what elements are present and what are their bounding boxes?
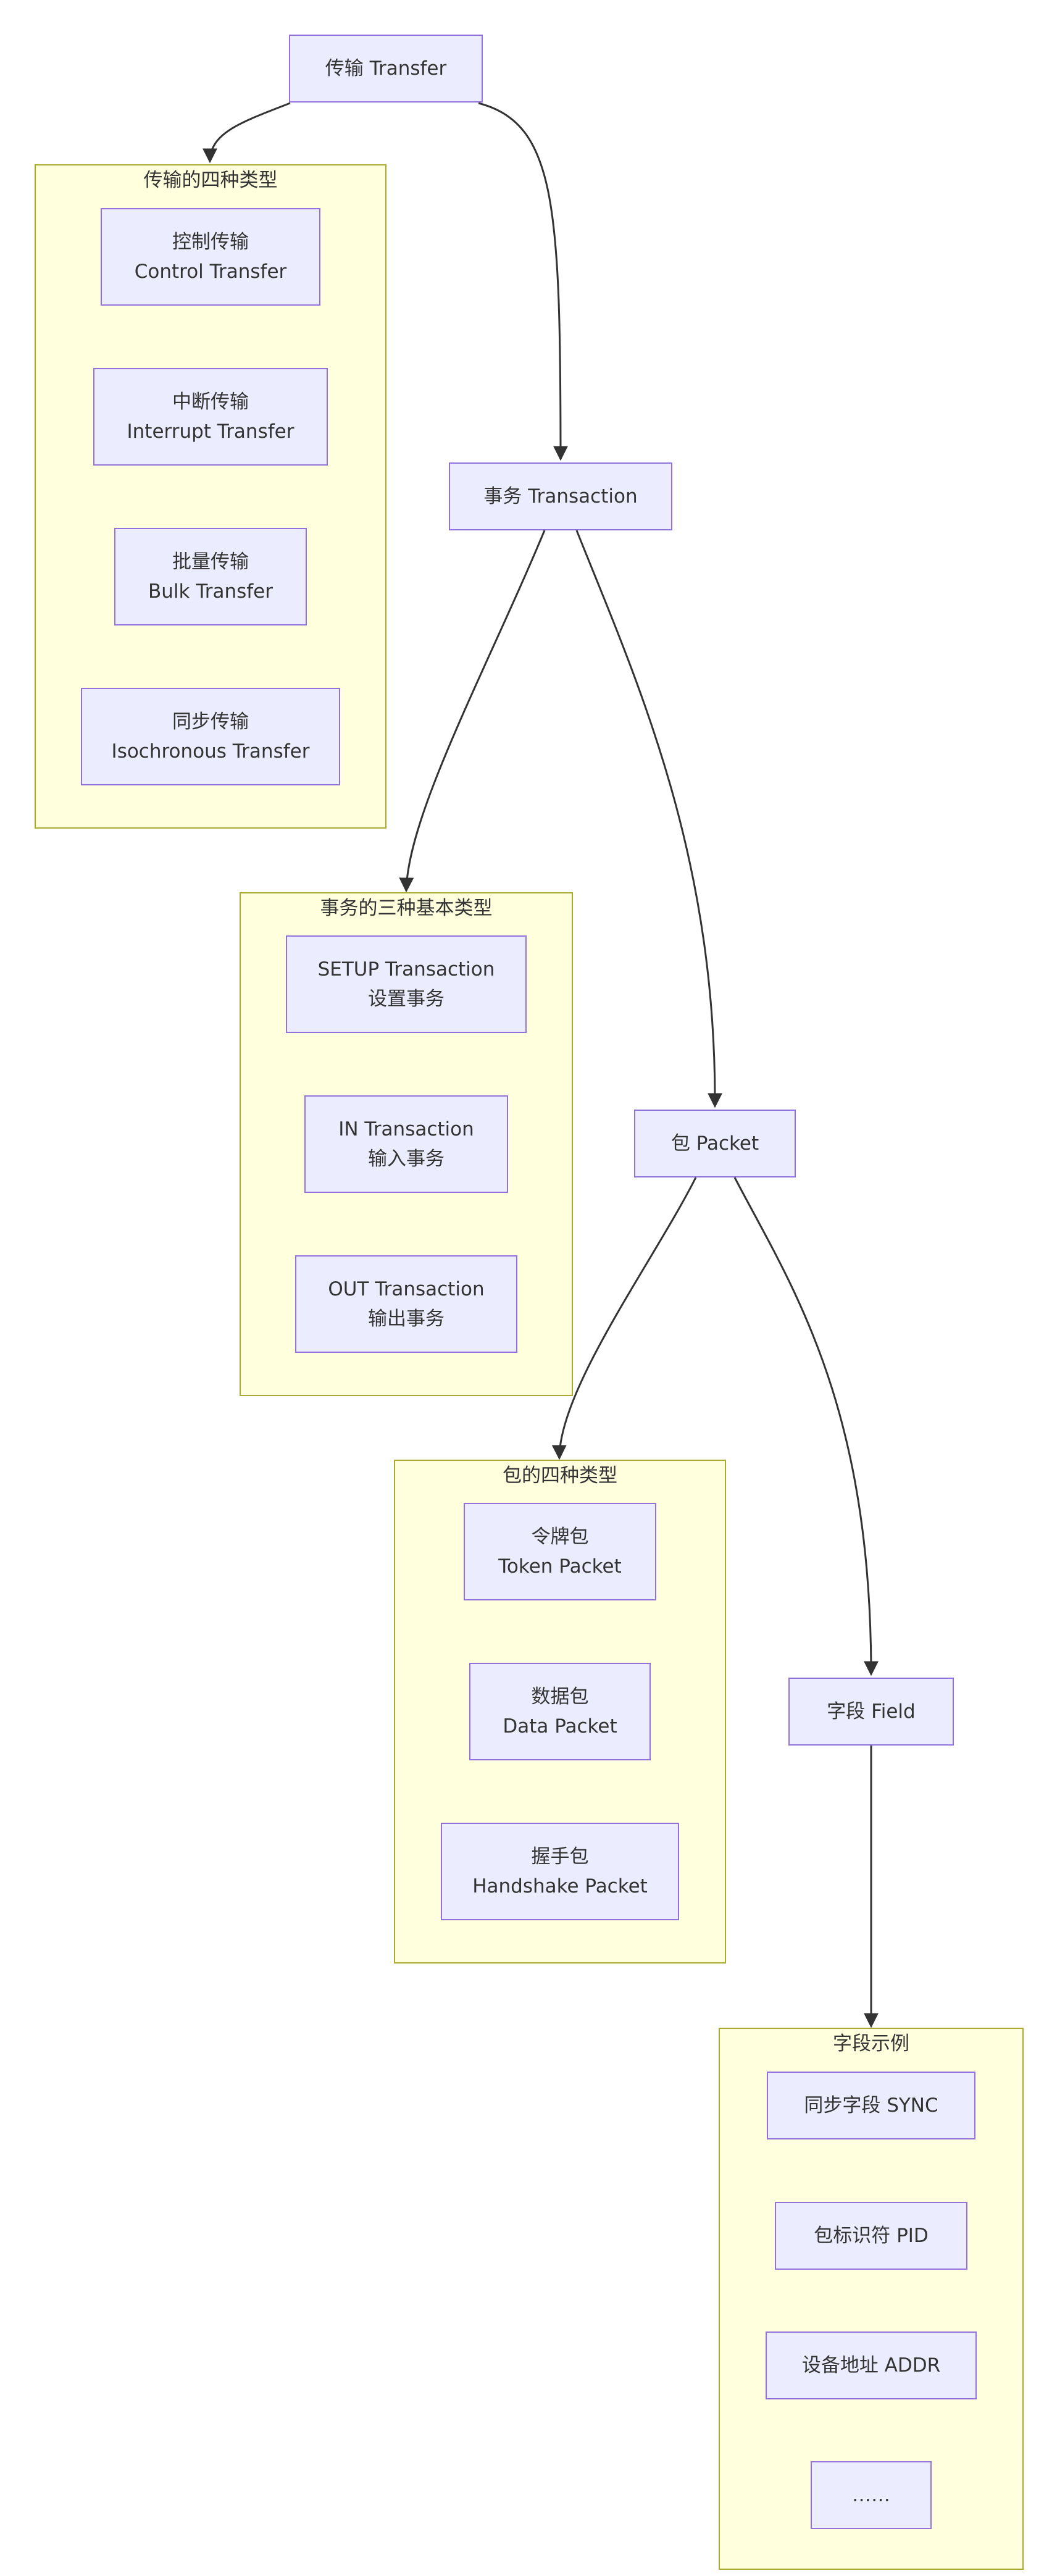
cluster-transfer-types-title: 传输的四种类型 [143,169,278,191]
node-bulk-transfer-line1: 批量传输 [172,551,249,573]
node-handshake-packet-line2: Handshake Packet [472,1875,648,1897]
node-pid-field-label: 包标识符 PID [814,2225,929,2247]
node-isochronous-transfer[interactable]: 同步传输 Isochronous Transfer [81,688,340,785]
edge-packet-to-packet-types [551,1177,697,1460]
node-more-fields-label: …… [852,2484,890,2506]
edge-packet-to-field [733,1177,879,1676]
node-isochronous-transfer-line2: Isochronous Transfer [111,740,310,763]
node-interrupt-transfer-line1: 中断传输 [172,391,249,413]
edge-transaction-to-packet [575,530,723,1108]
node-data-packet-line2: Data Packet [503,1715,617,1738]
cluster-field-examples-title: 字段示例 [833,2033,909,2055]
node-out-transaction-line1: OUT Transaction [328,1278,485,1300]
node-field[interactable]: 字段 Field [788,1678,954,1746]
node-pid-field[interactable]: 包标识符 PID [775,2202,967,2270]
node-addr-field-label: 设备地址 ADDR [801,2354,941,2377]
node-isochronous-transfer-line1: 同步传输 [172,711,249,733]
node-setup-transaction[interactable]: SETUP Transaction 设置事务 [286,935,527,1033]
node-in-transaction[interactable]: IN Transaction 输入事务 [304,1095,508,1193]
cluster-packet-types-title: 包的四种类型 [503,1465,617,1487]
node-addr-field[interactable]: 设备地址 ADDR [766,2331,977,2399]
node-control-transfer-line2: Control Transfer [134,261,287,283]
node-handshake-packet-line1: 握手包 [531,1846,589,1868]
node-bulk-transfer-line2: Bulk Transfer [148,580,273,603]
node-token-packet-line2: Token Packet [498,1555,622,1578]
node-control-transfer-line1: 控制传输 [172,231,249,253]
node-sync-field[interactable]: 同步字段 SYNC [767,2072,975,2139]
node-token-packet[interactable]: 令牌包 Token Packet [464,1503,656,1600]
edge-transfer-to-transaction [478,102,568,461]
cluster-transaction-types-title: 事务的三种基本类型 [320,897,493,919]
node-more-fields[interactable]: …… [811,2461,932,2529]
node-transfer[interactable]: 传输 Transfer [289,35,483,102]
node-setup-transaction-line1: SETUP Transaction [317,958,495,981]
node-interrupt-transfer[interactable]: 中断传输 Interrupt Transfer [93,368,328,466]
node-data-packet[interactable]: 数据包 Data Packet [469,1663,651,1760]
node-setup-transaction-line2: 设置事务 [368,988,445,1010]
node-transaction[interactable]: 事务 Transaction [449,462,672,530]
node-control-transfer[interactable]: 控制传输 Control Transfer [101,208,320,306]
node-field-label: 字段 Field [827,1700,916,1723]
node-bulk-transfer[interactable]: 批量传输 Bulk Transfer [114,528,307,625]
node-transaction-label: 事务 Transaction [483,485,638,508]
node-in-transaction-line1: IN Transaction [338,1118,474,1140]
node-transfer-label: 传输 Transfer [325,57,447,80]
node-in-transaction-line2: 输入事务 [368,1148,445,1170]
node-token-packet-line1: 令牌包 [531,1526,589,1548]
edge-transfer-to-transfer-types [203,102,291,164]
node-interrupt-transfer-line2: Interrupt Transfer [127,420,294,443]
node-out-transaction[interactable]: OUT Transaction 输出事务 [295,1255,517,1353]
node-handshake-packet[interactable]: 握手包 Handshake Packet [441,1823,679,1920]
node-sync-field-label: 同步字段 SYNC [804,2094,938,2117]
node-packet-label: 包 Packet [670,1132,759,1155]
edge-transaction-to-transaction-types [399,530,546,893]
node-out-transaction-line2: 输出事务 [368,1308,445,1330]
node-packet[interactable]: 包 Packet [634,1110,796,1177]
node-data-packet-line1: 数据包 [531,1686,589,1708]
